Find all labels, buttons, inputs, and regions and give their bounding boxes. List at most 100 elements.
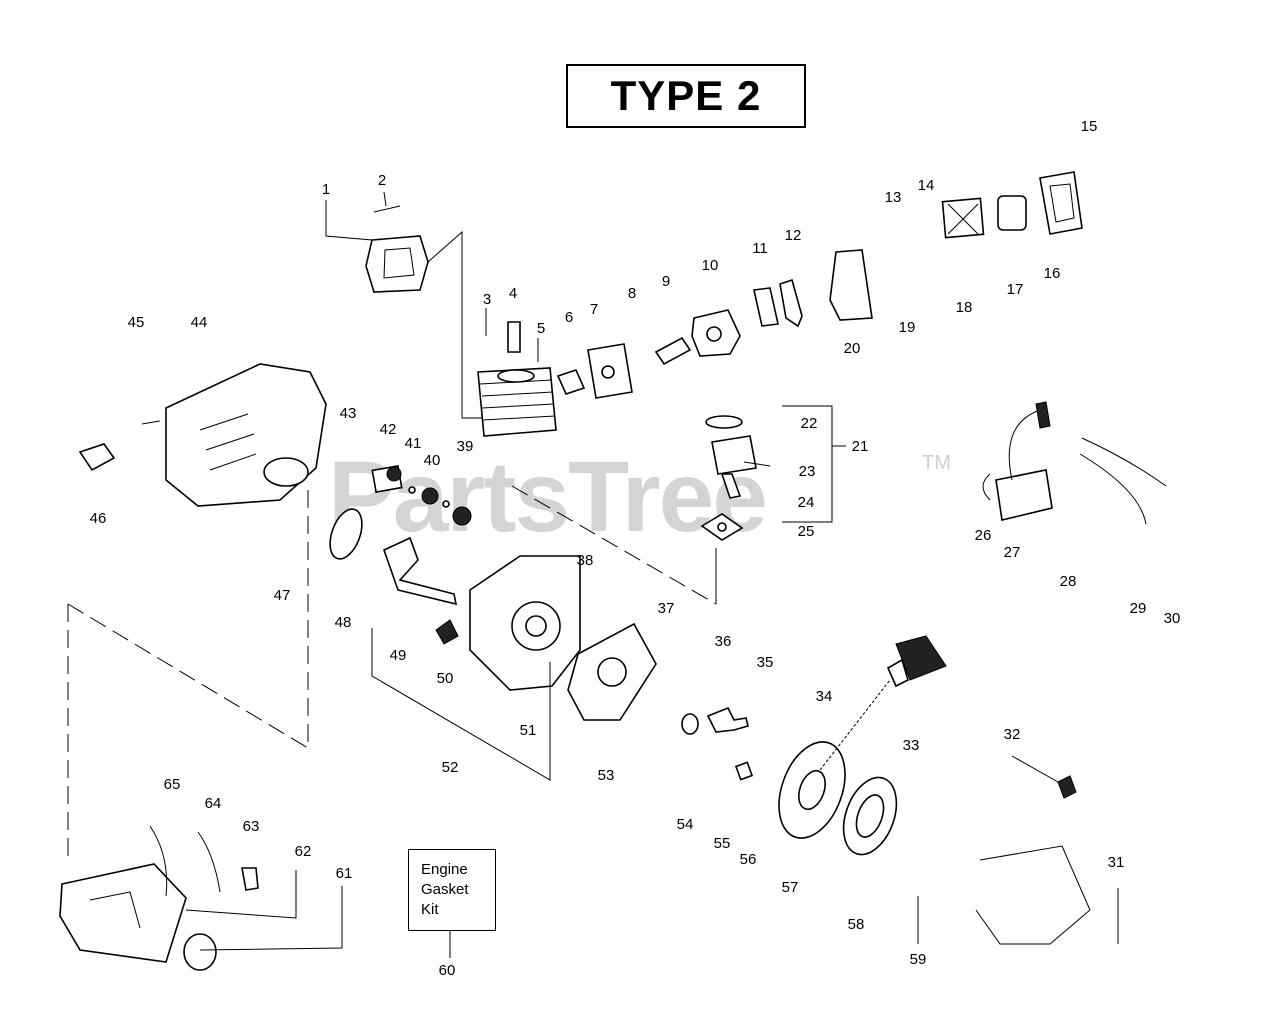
part-48-o-ring [329,508,363,560]
part-number-labels: 1 2 3 4 5 6 7 8 9 10 11 12 13 14 15 16 1… [90,118,1181,979]
label-18: 18 [956,299,973,316]
kit-line-3: Kit [421,901,439,918]
label-41: 41 [405,435,422,452]
part-62-fuel-tank [59,863,187,963]
label-19: 19 [899,319,916,336]
trademark-symbol: TM [922,452,951,474]
label-38: 38 [577,552,594,569]
label-35: 35 [757,654,774,671]
label-5: 5 [537,320,545,337]
label-9: 9 [662,273,670,290]
label-2: 2 [378,172,386,189]
label-60: 60 [439,962,456,979]
parts-39-42-bearings [371,464,472,526]
label-26: 26 [975,527,992,544]
label-11: 11 [752,240,768,257]
label-45: 45 [128,314,145,331]
label-3: 3 [483,291,491,308]
part-12-lever [779,278,803,328]
label-37: 37 [658,600,675,617]
engine-gasket-kit-box: Engine Gasket Kit [408,849,496,931]
label-39: 39 [457,438,474,455]
part-2-pin [373,191,401,213]
label-44: 44 [191,314,208,331]
label-55: 55 [714,835,731,852]
label-56: 56 [740,851,757,868]
part-57-pulley [778,679,891,839]
label-6: 6 [565,309,573,326]
part-16-filter-cover [1039,171,1083,235]
part-1-cylinder-cover [325,200,482,419]
label-12: 12 [785,227,802,244]
part-22-piston-ring [705,415,743,429]
label-30: 30 [1164,610,1181,627]
label-14: 14 [918,177,935,194]
parts-64-65-fuel-lines [149,825,221,897]
part-21-piston-assembly [711,405,846,523]
label-64: 64 [205,795,222,812]
label-7: 7 [590,301,598,318]
part-33-handle [886,635,947,688]
part-6-gasket [556,369,586,395]
label-57: 57 [782,879,799,896]
part-25-crank-plate [700,513,744,541]
label-31: 31 [1108,854,1125,871]
part-32-clip [1057,775,1077,799]
part-5-cylinder [477,308,557,437]
label-63: 63 [243,818,260,835]
label-10: 10 [702,257,719,274]
label-17: 17 [1007,281,1024,298]
label-58: 58 [848,916,865,933]
part-7-carburetor-plate [587,343,633,399]
label-51: 51 [520,722,537,739]
label-42: 42 [380,421,397,438]
label-15: 15 [1081,118,1098,135]
part-50-nut [435,619,459,645]
label-49: 49 [390,647,407,664]
label-52: 52 [442,759,459,776]
label-16: 16 [1044,265,1061,282]
label-20: 20 [844,340,861,357]
label-21: 21 [852,438,869,455]
label-13: 13 [885,189,902,206]
label-54: 54 [677,816,694,833]
label-61: 61 [336,865,353,882]
part-26-clip [982,473,991,501]
part-9-gasket [654,336,692,366]
part-58-spring [842,776,898,856]
diagram-title: TYPE 2 [610,72,762,119]
label-43: 43 [340,405,357,422]
part-56-pawl [734,761,754,781]
part-18-filter-frame [941,197,985,239]
part-49-crankshaft [383,536,458,606]
part-17-filter [997,195,1027,231]
label-50: 50 [437,670,454,687]
label-47: 47 [274,587,291,604]
label-8: 8 [628,285,636,302]
label-29: 29 [1130,600,1147,617]
part-11-plate [753,287,779,327]
label-24: 24 [798,494,815,511]
label-46: 46 [90,510,107,527]
label-1: 1 [322,181,330,198]
part-29-30-wires [1079,437,1167,525]
part-51-crankcase [469,555,581,691]
part-63-fuel-filter [241,867,259,891]
part-54-washer [681,713,699,735]
part-46-spark-boot [78,443,116,472]
part-53-fan-flywheel [567,622,657,721]
label-22: 22 [801,415,818,432]
label-25: 25 [798,523,815,540]
part-27-ignition-module [995,401,1053,521]
part-59-starter-housing [975,845,1091,945]
label-59: 59 [910,951,927,968]
kit-line-1: Engine [421,861,468,878]
label-40: 40 [424,452,441,469]
label-23: 23 [799,463,816,480]
diagram-title-box: TYPE 2 [566,64,806,128]
label-4: 4 [509,285,517,302]
part-61-tank-cap [183,933,217,971]
label-65: 65 [164,776,181,793]
part-10-carburetor [691,309,741,357]
